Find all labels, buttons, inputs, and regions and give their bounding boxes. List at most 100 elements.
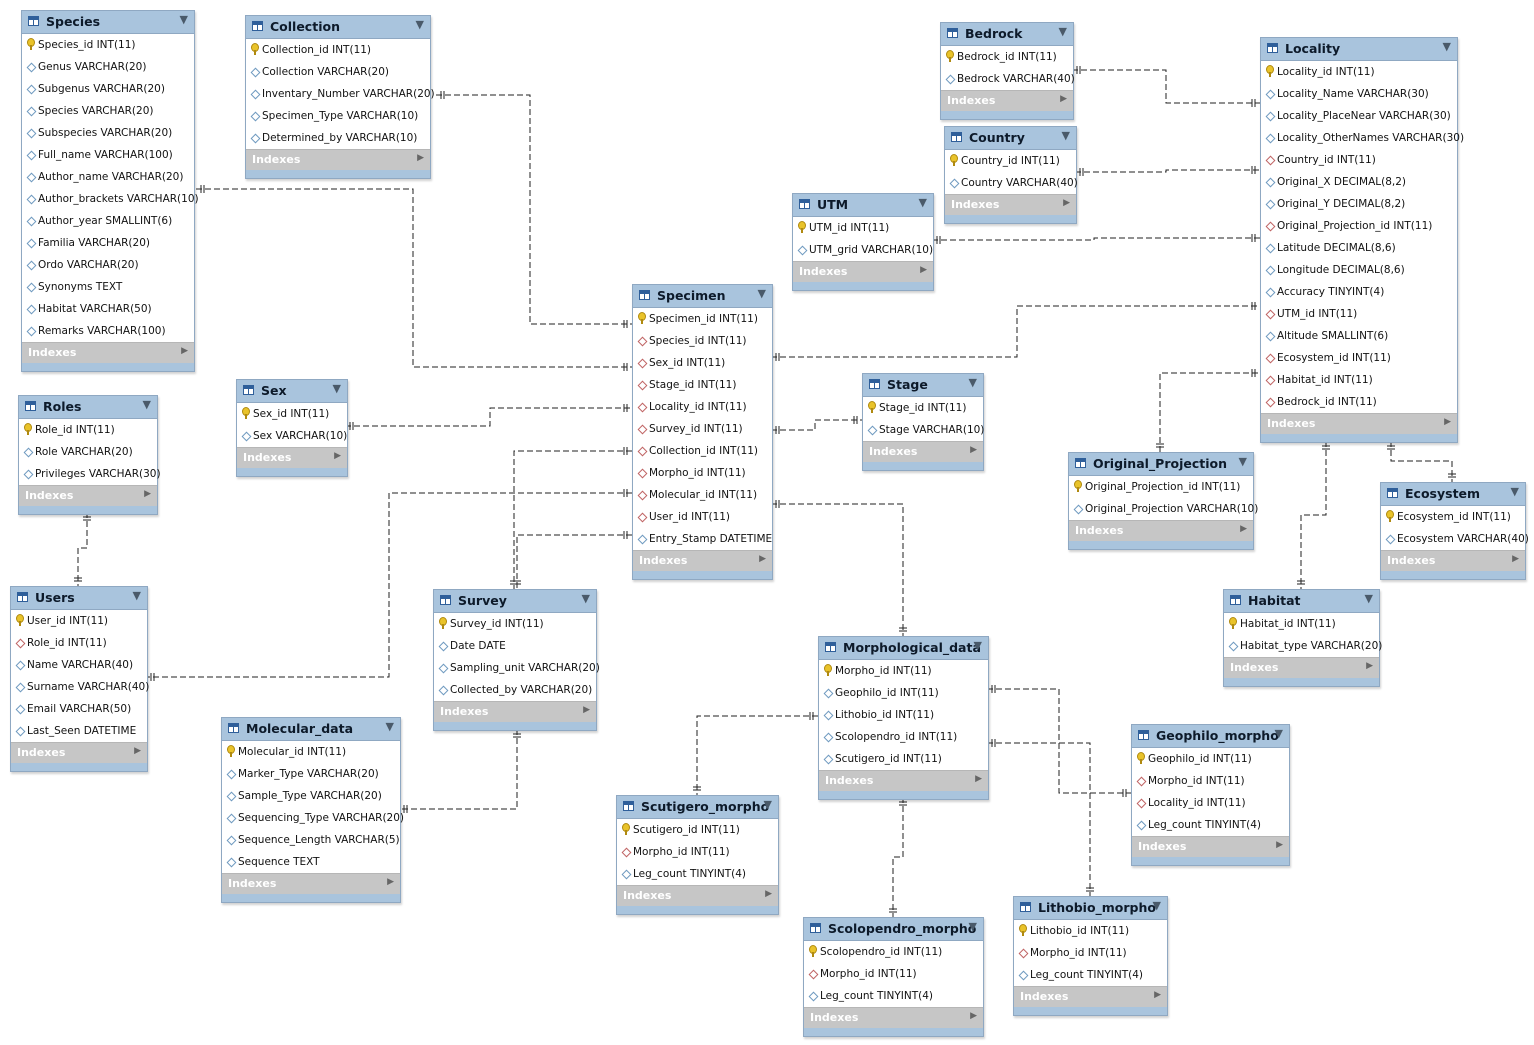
column-row[interactable]: Last_Seen DATETIME [11, 720, 147, 742]
column-row[interactable]: Sex VARCHAR(10) [237, 425, 347, 447]
collapse-arrow-icon[interactable]: ▼ [415, 18, 424, 31]
collapse-arrow-icon[interactable]: ▼ [132, 589, 141, 602]
column-row[interactable]: UTM_grid VARCHAR(10) [793, 239, 933, 261]
column-row[interactable]: Author_year SMALLINT(6) [22, 210, 194, 232]
column-row[interactable]: Molecular_id INT(11) [222, 741, 400, 763]
expand-arrow-icon[interactable]: ▶ [759, 554, 766, 564]
column-row[interactable]: Subspecies VARCHAR(20) [22, 122, 194, 144]
indexes-section[interactable]: Indexes▶ [11, 742, 147, 763]
table-header[interactable]: Bedrock▼ [941, 23, 1073, 46]
column-row[interactable]: Habitat VARCHAR(50) [22, 298, 194, 320]
expand-arrow-icon[interactable]: ▶ [975, 774, 982, 784]
column-row[interactable]: Collected_by VARCHAR(20) [434, 679, 596, 701]
column-row[interactable]: Morpho_id INT(11) [1014, 942, 1167, 964]
column-row[interactable]: Stage_id INT(11) [863, 397, 983, 419]
collapse-arrow-icon[interactable]: ▼ [581, 592, 590, 605]
table-molecular[interactable]: Molecular_data▼Molecular_id INT(11)Marke… [221, 717, 404, 903]
column-row[interactable]: Survey_id INT(11) [633, 418, 772, 440]
column-row[interactable]: Bedrock VARCHAR(40) [941, 68, 1075, 90]
column-row[interactable]: Longitude DECIMAL(8,6) [1261, 259, 1457, 281]
table-morphological[interactable]: Morphological_data▼Morpho_id INT(11)Geop… [818, 636, 989, 800]
table-header[interactable]: Lithobio_morpho▼ [1014, 897, 1167, 920]
collapse-arrow-icon[interactable]: ▼ [1238, 455, 1247, 468]
table-header[interactable]: Survey▼ [434, 590, 596, 613]
column-row[interactable]: Familia VARCHAR(20) [22, 232, 194, 254]
column-row[interactable]: Stage VARCHAR(10) [863, 419, 984, 441]
column-row[interactable]: Latitude DECIMAL(8,6) [1261, 237, 1457, 259]
column-row[interactable]: Synonyms TEXT [22, 276, 194, 298]
collapse-arrow-icon[interactable]: ▼ [757, 287, 766, 300]
column-row[interactable]: Country VARCHAR(40) [945, 172, 1078, 194]
column-row[interactable]: Locality_OtherNames VARCHAR(30) [1261, 127, 1464, 149]
column-row[interactable]: Privileges VARCHAR(30) [19, 463, 161, 485]
table-header[interactable]: Habitat▼ [1224, 590, 1379, 613]
table-header[interactable]: Stage▼ [863, 374, 983, 397]
expand-arrow-icon[interactable]: ▶ [1060, 94, 1067, 104]
indexes-section[interactable]: Indexes▶ [633, 550, 772, 571]
table-country[interactable]: Country▼Country_id INT(11)Country VARCHA… [944, 126, 1078, 224]
column-row[interactable]: Sequencing_Type VARCHAR(20) [222, 807, 404, 829]
table-header[interactable]: Original_Projection▼ [1069, 453, 1253, 476]
column-row[interactable]: Leg_count TINYINT(4) [804, 985, 983, 1007]
column-row[interactable]: Locality_Name VARCHAR(30) [1261, 83, 1457, 105]
collapse-arrow-icon[interactable]: ▼ [1058, 25, 1067, 38]
table-header[interactable]: Ecosystem▼ [1381, 483, 1525, 506]
column-row[interactable]: Morpho_id INT(11) [804, 963, 983, 985]
column-row[interactable]: Scutigero_id INT(11) [819, 748, 988, 770]
table-header[interactable]: Roles▼ [19, 396, 157, 419]
collapse-arrow-icon[interactable]: ▼ [968, 376, 977, 389]
column-row[interactable]: Author_name VARCHAR(20) [22, 166, 194, 188]
indexes-section[interactable]: Indexes▶ [863, 441, 983, 462]
table-utm[interactable]: UTM▼UTM_id INT(11)UTM_grid VARCHAR(10)In… [792, 193, 934, 291]
column-row[interactable]: Locality_id INT(11) [1132, 792, 1289, 814]
collapse-arrow-icon[interactable]: ▼ [1364, 592, 1373, 605]
expand-arrow-icon[interactable]: ▶ [1063, 198, 1070, 208]
indexes-section[interactable]: Indexes▶ [804, 1007, 983, 1028]
column-row[interactable]: Bedrock_id INT(11) [941, 46, 1073, 68]
column-row[interactable]: Original_Projection_id INT(11) [1261, 215, 1457, 237]
column-row[interactable]: Lithobio_id INT(11) [819, 704, 988, 726]
indexes-section[interactable]: Indexes▶ [1381, 550, 1525, 571]
indexes-section[interactable]: Indexes▶ [819, 770, 988, 791]
column-row[interactable]: User_id INT(11) [633, 506, 772, 528]
column-row[interactable]: Sequence_Length VARCHAR(5) [222, 829, 400, 851]
column-row[interactable]: Sequence TEXT [222, 851, 400, 873]
column-row[interactable]: Remarks VARCHAR(100) [22, 320, 194, 342]
table-locality[interactable]: Locality▼Locality_id INT(11)Locality_Nam… [1260, 37, 1464, 443]
column-row[interactable]: Locality_PlaceNear VARCHAR(30) [1261, 105, 1457, 127]
table-users[interactable]: Users▼User_id INT(11)Role_id INT(11)Name… [10, 586, 149, 772]
column-row[interactable]: Morpho_id INT(11) [633, 462, 772, 484]
column-row[interactable]: Morpho_id INT(11) [819, 660, 988, 682]
column-row[interactable]: Email VARCHAR(50) [11, 698, 147, 720]
table-habitat[interactable]: Habitat▼Habitat_id INT(11)Habitat_type V… [1223, 589, 1382, 687]
column-row[interactable]: Species VARCHAR(20) [22, 100, 194, 122]
collapse-arrow-icon[interactable]: ▼ [142, 398, 151, 411]
indexes-section[interactable]: Indexes▶ [1132, 836, 1289, 857]
indexes-section[interactable]: Indexes▶ [945, 194, 1076, 215]
column-row[interactable]: Genus VARCHAR(20) [22, 56, 194, 78]
table-header[interactable]: Geophilo_morpho▼ [1132, 725, 1289, 748]
table-roles[interactable]: Roles▼Role_id INT(11)Role VARCHAR(20)Pri… [18, 395, 161, 515]
column-row[interactable]: Habitat_type VARCHAR(20) [1224, 635, 1382, 657]
column-row[interactable]: Geophilo_id INT(11) [1132, 748, 1289, 770]
expand-arrow-icon[interactable]: ▶ [181, 346, 188, 356]
column-row[interactable]: Specimen_Type VARCHAR(10) [246, 105, 430, 127]
collapse-arrow-icon[interactable]: ▼ [1274, 727, 1283, 740]
column-row[interactable]: Morpho_id INT(11) [617, 841, 778, 863]
column-row[interactable]: Role_id INT(11) [11, 632, 147, 654]
column-row[interactable]: Lithobio_id INT(11) [1014, 920, 1167, 942]
expand-arrow-icon[interactable]: ▶ [1276, 840, 1283, 850]
indexes-section[interactable]: Indexes▶ [1261, 413, 1457, 434]
column-row[interactable]: Habitat_id INT(11) [1224, 613, 1379, 635]
column-row[interactable]: Collection VARCHAR(20) [246, 61, 430, 83]
column-row[interactable]: Morpho_id INT(11) [1132, 770, 1289, 792]
table-geophilo[interactable]: Geophilo_morpho▼Geophilo_id INT(11)Morph… [1131, 724, 1290, 866]
column-row[interactable]: Subgenus VARCHAR(20) [22, 78, 194, 100]
expand-arrow-icon[interactable]: ▶ [970, 445, 977, 455]
column-row[interactable]: Locality_id INT(11) [1261, 61, 1457, 83]
column-row[interactable]: Altitude SMALLINT(6) [1261, 325, 1457, 347]
column-row[interactable]: Stage_id INT(11) [633, 374, 772, 396]
expand-arrow-icon[interactable]: ▶ [334, 451, 341, 461]
column-row[interactable]: Role VARCHAR(20) [19, 441, 157, 463]
column-row[interactable]: Surname VARCHAR(40) [11, 676, 149, 698]
